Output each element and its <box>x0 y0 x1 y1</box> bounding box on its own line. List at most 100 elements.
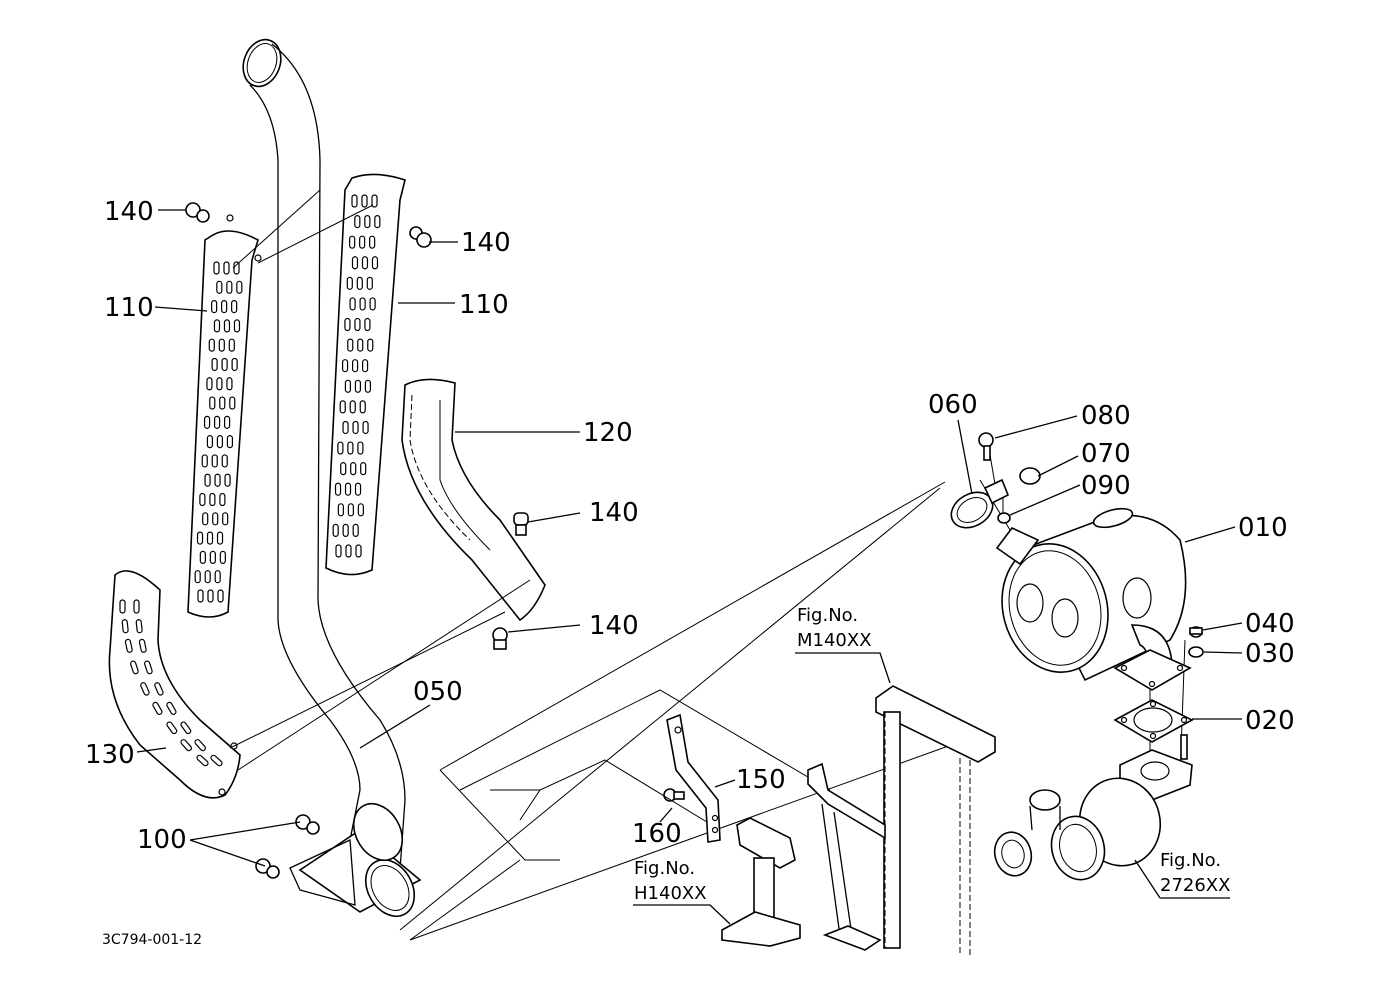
perforation-slot <box>223 319 231 333</box>
perforation-slot <box>362 420 369 435</box>
callout-010[interactable]: 010 <box>1238 513 1288 543</box>
perforation-slot <box>211 454 218 468</box>
cushion-070[interactable] <box>1019 467 1041 485</box>
perforation-slot <box>359 297 366 311</box>
perforation-slot <box>357 441 364 455</box>
perforation-slot <box>206 377 213 391</box>
callout-050[interactable]: 050 <box>413 677 463 707</box>
figure-ref-h140xx[interactable]: Fig.No. H140XX <box>634 858 707 904</box>
perforation-slot <box>231 299 238 314</box>
callout-150[interactable]: 150 <box>736 765 786 795</box>
perforation-slot <box>206 435 214 449</box>
nut-040[interactable] <box>1189 626 1203 638</box>
perforation-slot <box>133 599 140 614</box>
callout-130[interactable]: 130 <box>85 740 135 770</box>
perforation-slot <box>218 338 225 352</box>
perforation-slot <box>217 589 224 603</box>
perforation-slot <box>364 214 371 229</box>
callout-140[interactable]: 140 <box>589 498 639 528</box>
figure-ref-m140xx[interactable]: Fig.No. M140XX <box>797 605 872 651</box>
stay-150[interactable] <box>666 713 721 843</box>
callout-040[interactable]: 040 <box>1245 609 1295 639</box>
perforation-slot <box>364 317 371 332</box>
perforation-slot <box>357 338 364 352</box>
bolt-080[interactable] <box>978 432 994 461</box>
perforation-slot <box>359 235 366 249</box>
perforation-slot <box>222 512 229 526</box>
perforation-slot <box>361 359 369 373</box>
perforation-slot <box>140 682 150 696</box>
heat-shield-110-left[interactable] <box>187 214 262 618</box>
heat-shield-120-elbow[interactable] <box>401 378 546 622</box>
bolt-140-c[interactable] <box>513 512 529 536</box>
perforation-slot <box>352 523 359 538</box>
figure-ref-2726xx[interactable]: Fig.No. 2726XX <box>1160 850 1230 896</box>
perforation-slot <box>226 280 233 294</box>
heat-shield-130-lower[interactable] <box>108 570 241 799</box>
perforation-slot <box>119 599 126 614</box>
perforation-slot <box>166 721 178 735</box>
callout-100[interactable]: 100 <box>137 825 187 855</box>
callout-020[interactable]: 020 <box>1245 706 1295 736</box>
callout-120[interactable]: 120 <box>583 418 633 448</box>
callout-140[interactable]: 140 <box>104 197 154 227</box>
callout-110[interactable]: 110 <box>459 290 509 320</box>
callout-080[interactable]: 080 <box>1081 401 1131 431</box>
collar-090[interactable] <box>997 512 1011 524</box>
perforation-slot <box>354 317 361 332</box>
perforation-slot <box>224 473 231 487</box>
perforation-slot <box>213 261 220 275</box>
perforation-slot <box>204 473 211 487</box>
perforation-slot <box>221 454 228 468</box>
perforation-slot <box>364 379 372 393</box>
callout-140[interactable]: 140 <box>461 228 511 258</box>
perforation-slot <box>204 570 211 584</box>
clamp-060[interactable] <box>945 478 1010 535</box>
bolt-140-d[interactable] <box>492 627 508 650</box>
stud <box>1180 734 1188 760</box>
perforation-slot <box>202 512 209 526</box>
perforation-slot <box>212 512 219 526</box>
perforation-slot <box>209 492 216 507</box>
washer-030[interactable] <box>1188 646 1204 658</box>
bolt-100-b[interactable] <box>255 858 280 879</box>
callout-160[interactable]: 160 <box>632 819 682 849</box>
bolt-140-a[interactable] <box>185 202 210 223</box>
perforation-slot <box>352 420 359 435</box>
perforation-slot <box>213 319 221 333</box>
turbocharger <box>993 749 1193 881</box>
perforation-slot <box>180 721 192 735</box>
perforation-slot <box>371 194 378 208</box>
callout-090[interactable]: 090 <box>1081 471 1131 501</box>
bolt-140-b[interactable] <box>409 226 432 248</box>
perforation-slot <box>335 544 342 558</box>
perforation-slot <box>354 379 362 393</box>
callout-060[interactable]: 060 <box>928 390 978 420</box>
callout-140[interactable]: 140 <box>589 611 639 641</box>
assembly-guide-lines <box>229 189 1186 941</box>
callout-070[interactable]: 070 <box>1081 439 1131 469</box>
perforation-slot <box>219 396 226 410</box>
perforation-slot <box>196 531 204 545</box>
bolt-100-a[interactable] <box>295 814 320 835</box>
heat-shield-110-right[interactable] <box>325 173 406 576</box>
perforation-slot <box>121 619 129 634</box>
perforation-slot <box>180 739 192 752</box>
drawing-code: 3C794-001-12 <box>102 932 202 948</box>
perforation-slot <box>236 280 243 294</box>
perforation-slot <box>344 482 352 496</box>
perforation-slot <box>369 297 376 311</box>
perforation-slot <box>371 256 379 270</box>
perforation-slot <box>197 589 204 603</box>
perforation-slot <box>226 377 233 391</box>
callout-110[interactable]: 110 <box>104 293 154 323</box>
bolt-160[interactable] <box>663 788 685 802</box>
gasket-020[interactable] <box>1113 699 1194 743</box>
callout-030[interactable]: 030 <box>1245 639 1295 669</box>
perforation-slot <box>194 739 206 752</box>
exhaust-pipe-050[interactable] <box>237 34 406 871</box>
perforation-slot <box>349 235 356 249</box>
perforation-slot <box>351 359 359 373</box>
perforation-slot <box>351 256 359 270</box>
muffler-010[interactable] <box>988 505 1187 684</box>
